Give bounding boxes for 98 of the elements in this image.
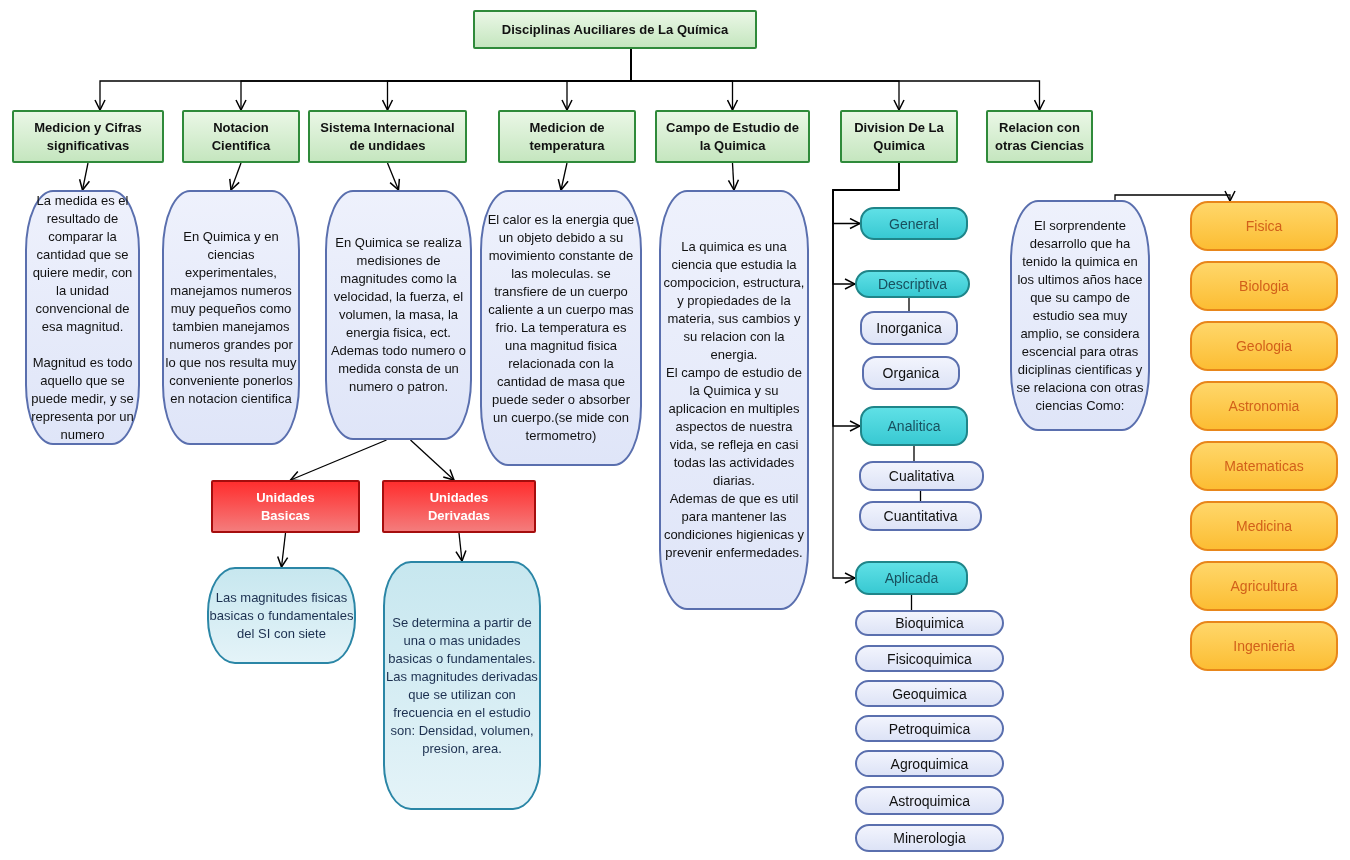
branch-box: [860, 207, 968, 240]
box-label: Unidades Derivadas: [426, 488, 492, 525]
arrow: [409, 439, 455, 481]
description-text: Magnitud es todo aquello que se puede medir, y se representa por un numero: [30, 353, 135, 444]
topic-box: [308, 110, 467, 163]
box-label: Fisicoquimica: [887, 650, 972, 667]
science-box: [1190, 201, 1338, 251]
branch-box: [855, 561, 968, 595]
arrow: [557, 162, 569, 191]
box-label: Astroquimica: [889, 792, 970, 809]
description-box: [162, 190, 300, 445]
science-box: [1190, 561, 1338, 611]
box-label: Biologia: [1239, 278, 1289, 294]
box-label: Cuantitativa: [883, 508, 958, 524]
box-label: Relacion con otras Ciencias: [994, 118, 1085, 155]
science-box: [1190, 381, 1338, 431]
box-label: Analitica: [887, 418, 941, 434]
description-text: El calor es la energia que un objeto debido a su movimiento constante de las moleculas. se transfiere de un cuerpo caliente a un cuerpo mas frio. La temperatura es una magnitud fisica relacionada con la cantidad de masa que puede seder o absorber un cuerpo.(se mide con termometro): [486, 211, 636, 445]
arrow: [455, 532, 467, 562]
box-label: Division De La Quimica: [853, 118, 945, 155]
box-label: Minerologia: [893, 830, 966, 846]
topic-box: [182, 110, 300, 163]
box-label: Bioquimica: [895, 615, 964, 631]
science-box: [1190, 321, 1338, 371]
box-label: Matematicas: [1224, 458, 1304, 474]
box-label: General: [889, 215, 939, 232]
description-text: Ademas de que es util para mantener las condiciones higienicas y prevenir enfermedades.: [662, 490, 806, 562]
definition-box: [207, 567, 356, 664]
connector-line: [913, 445, 915, 462]
box-label: Campo de Estudio de la Quimica: [665, 118, 800, 155]
box-label: Medicion y Cifras significativas: [33, 118, 143, 155]
box-label: Unidades Basicas: [255, 488, 316, 525]
subtopic-box: [862, 356, 960, 390]
box-label: Agricultura: [1230, 578, 1298, 594]
arrow: [229, 162, 242, 191]
box-label: Cualitativa: [888, 468, 955, 484]
description-text: La quimica es una ciencia que estudia la compocicion, estructura, y propiedades de la materia, sus cambios y su relacion con la energia.: [662, 238, 806, 364]
box-label: Ingenieria: [1233, 638, 1295, 654]
unit-box: [382, 480, 536, 533]
description-text: En Quimica y en ciencias experimentales, manejamos numeros muy pequeños como tambien manejamos numeros grandes por lo que nos resulta muy conveniente ponerlos en notacion cientifica: [165, 227, 297, 408]
box-label: Fisica: [1245, 218, 1283, 234]
description-text: Las magnitudes fisicas basicas o fundamentales del SI con siete: [209, 588, 354, 643]
subtopic-box: [855, 786, 1004, 815]
subtopic-box: [855, 824, 1004, 852]
connector-line: [908, 297, 910, 312]
description-text: La medida es el resultado de comparar la cantidad que se quiere medir, con la unidad convencional de esa magnitud.: [31, 191, 134, 336]
description-text: Se determina a partir de una o mas unidades basicas o fundamentales. Las magnitudes derivadas que se utilizan con frecuencia en el estudio son: Densidad, volumen, presion, area.: [385, 613, 539, 758]
subtopic-box: [855, 610, 1004, 636]
box-label: Medicion de temperatura: [528, 118, 606, 155]
box-label: Disciplinas Auciliares de La Química: [501, 20, 729, 39]
box-label: Sistema Internacional de undidaes: [319, 118, 456, 155]
box-label: Aplicada: [884, 570, 939, 586]
branch-box: [855, 270, 970, 298]
arrow: [832, 162, 900, 584]
arrow: [276, 532, 289, 568]
description-text: En Quimica se realiza medisiones de magnitudes como la velocidad, la fuerza, el volumen, la masa, la energia fisica, ect. Ademas todo numero o medida consta de un numero o patron.: [329, 234, 468, 396]
description-text: El campo de estudio de la Quimica y su aplicacion en multiples aspectos de nuestra vida, se refleja en casi todas las actividades diarias.: [665, 364, 803, 490]
description-box: [325, 190, 472, 440]
box-label: Petroquimica: [888, 720, 971, 737]
description-box: [1010, 200, 1150, 431]
topic-box: [655, 110, 810, 163]
box-label: Astronomia: [1228, 398, 1300, 414]
subtopic-box: [859, 501, 982, 531]
topic-box: [12, 110, 164, 163]
description-box: [25, 190, 140, 445]
box-label: Agroquimica: [890, 755, 969, 772]
science-box: [1190, 261, 1338, 311]
science-box: [1190, 501, 1338, 551]
branch-box: [860, 406, 968, 446]
subtopic-box: [859, 461, 984, 491]
box-label: Notacion Cientifica: [210, 118, 272, 155]
definition-box: [383, 561, 541, 810]
science-box: [1190, 621, 1338, 671]
description-box: [659, 190, 809, 610]
topic-box: [840, 110, 958, 163]
description-box: [480, 190, 642, 466]
subtopic-box: [855, 645, 1004, 672]
subtopic-box: [855, 680, 1004, 707]
arrow: [78, 162, 91, 191]
topic-box: [498, 110, 636, 163]
subtopic-box: [855, 715, 1004, 742]
science-box: [1190, 441, 1338, 491]
box-label: Organica: [882, 365, 940, 381]
description-text: El sorprendente desarrollo que ha tenido la quimica en los ultimos años hace que su campo de estudio sea muy amplio, se considera escencial para otras diciplinas cientificas y se relaciona con otras ciencias Como:: [1015, 216, 1145, 415]
subtopic-box: [855, 750, 1004, 777]
box-label: Inorganica: [876, 320, 942, 336]
unit-box: [211, 480, 360, 533]
arrow: [386, 162, 401, 191]
arrow: [1114, 190, 1236, 202]
box-label: Geologia: [1235, 338, 1292, 354]
box-label: Geoquimica: [892, 685, 967, 702]
subtopic-box: [860, 311, 958, 345]
title-box: [473, 10, 757, 49]
arrow: [289, 439, 388, 482]
topic-box: [986, 110, 1093, 163]
arrow: [727, 162, 740, 191]
box-label: Medicina: [1236, 518, 1292, 534]
box-label: Descriptiva: [877, 276, 948, 292]
